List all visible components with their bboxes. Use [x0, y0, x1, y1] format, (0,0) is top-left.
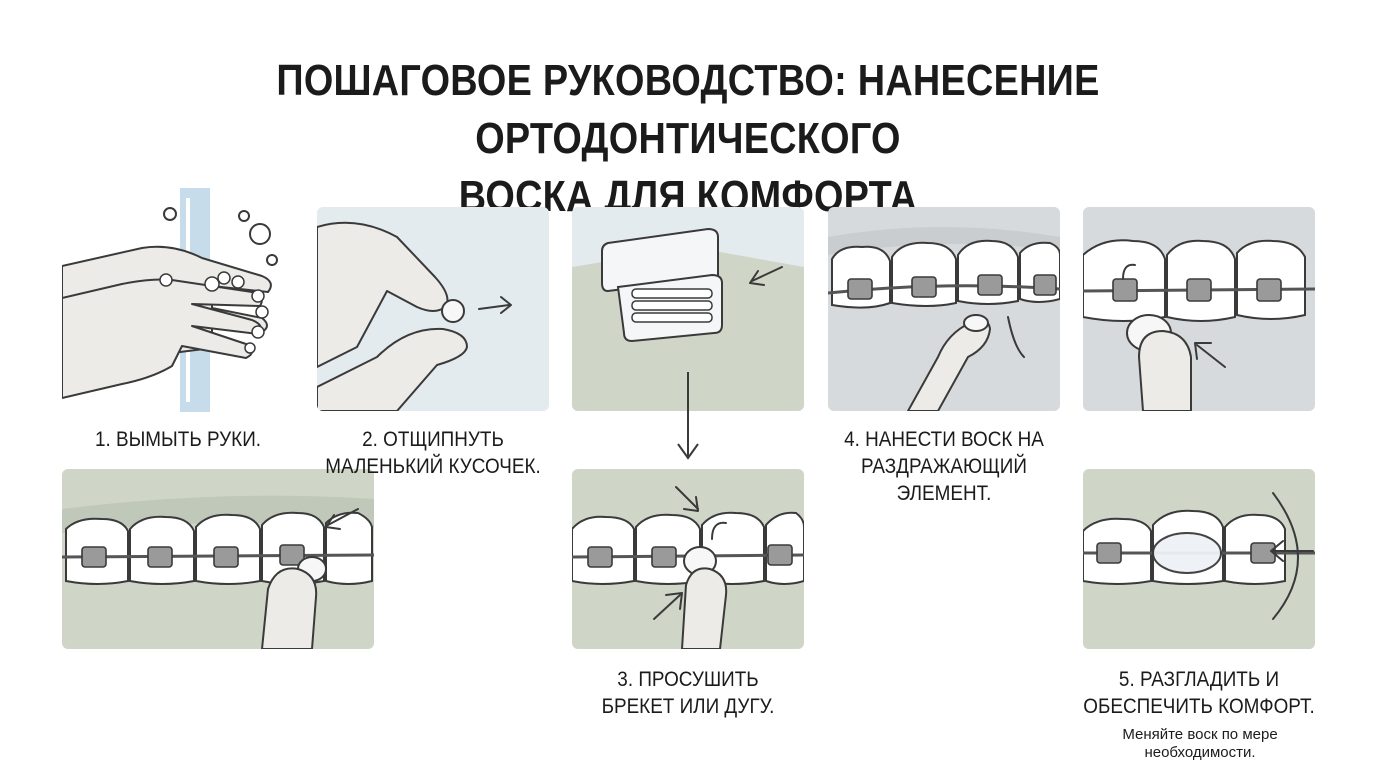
step-1-label: 1. ВЫМЫТЬ РУКИ.: [94, 428, 262, 451]
hook-icon: [1122, 263, 1136, 280]
step-4-label-line-1: 4. НАНЕСТИ ВОСК НА: [844, 428, 1044, 451]
step-5-caption: 5. РАЗГЛАДИТЬ И ОБЕСПЕЧИТЬ КОМФОРТ.: [1078, 666, 1321, 720]
soap-bubble-icon: [163, 207, 177, 221]
step-3-caption: 3. ПРОСУШИТЬ БРЕКЕТ ИЛИ ДУГУ.: [573, 666, 803, 720]
step-3-label-line-2: БРЕКЕТ ИЛИ ДУГУ.: [601, 695, 775, 718]
finger-applying: [907, 319, 991, 411]
step-3-illustration: [572, 469, 804, 649]
thumb: [261, 567, 318, 649]
arrow-icon: [675, 486, 699, 510]
hand-front: [62, 278, 263, 399]
step-2-label-line-2: МАЛЕНЬКИЙ КУСОЧЕК.: [325, 455, 541, 478]
note-line-1: Меняйте воск по мере: [1122, 726, 1278, 743]
step-1-illustration: [62, 188, 290, 412]
arrow-icon: [751, 266, 783, 282]
arrow-icon: [327, 508, 359, 526]
hook-icon: [711, 521, 727, 540]
finger: [681, 567, 728, 649]
step-1-caption: 1. ВЫМЫТЬ РУКИ.: [74, 426, 283, 453]
note-line-2: необходимости.: [1144, 744, 1256, 761]
thumb-pressing: [1138, 330, 1192, 411]
step-4-label-line-3: ЭЛЕМЕНТ.: [896, 482, 992, 505]
step-1-result-illustration: [62, 469, 374, 649]
thumb: [317, 327, 468, 411]
step-5-label-line-1: 5. РАЗГЛАДИТЬ И: [1118, 668, 1280, 691]
arrow-icon: [1196, 344, 1226, 368]
step-2-label-line-1: 2. ОТЩИПНУТЬ: [362, 428, 504, 451]
wax-case-lid: [601, 227, 719, 293]
arrow-down-icon: [677, 372, 699, 460]
step-4-caption: 4. НАНЕСТИ ВОСК НА РАЗДРАЖАЮЩИЙ ЭЛЕМЕНТ.: [831, 426, 1058, 507]
step-5-illustration: [1083, 469, 1315, 649]
step-2-illustration: [317, 207, 549, 411]
step-4-illustration: [828, 207, 1060, 411]
step-2-caption: 2. ОТЩИПНУТЬ МАЛЕНЬКИЙ КУСОЧЕК.: [313, 426, 552, 480]
page-title: ПОШАГОВОЕ РУКОВОДСТВО: НАНЕСЕНИЕ ОРТОДОН…: [131, 52, 1246, 226]
step-3-label-line-1: 3. ПРОСУШИТЬ: [617, 668, 759, 691]
index-finger: [317, 221, 449, 368]
title-line-1: ПОШАГОВОЕ РУКОВОДСТВО: НАНЕСЕНИЕ ОРТОДОН…: [276, 56, 1100, 163]
step-5-press-illustration: [1083, 207, 1315, 411]
wax-piece: [963, 314, 989, 332]
step-4-label-line-2: РАЗДРАЖАЮЩИЙ: [861, 455, 1027, 478]
smoothed-wax: [1152, 532, 1222, 574]
arrow-icon: [478, 304, 510, 310]
wax-ball: [441, 299, 465, 323]
step-5-label-line-2: ОБЕСПЕЧИТЬ КОМФОРТ.: [1083, 695, 1315, 718]
replace-wax-note: Меняйте воск по мере необходимости.: [1090, 726, 1310, 762]
